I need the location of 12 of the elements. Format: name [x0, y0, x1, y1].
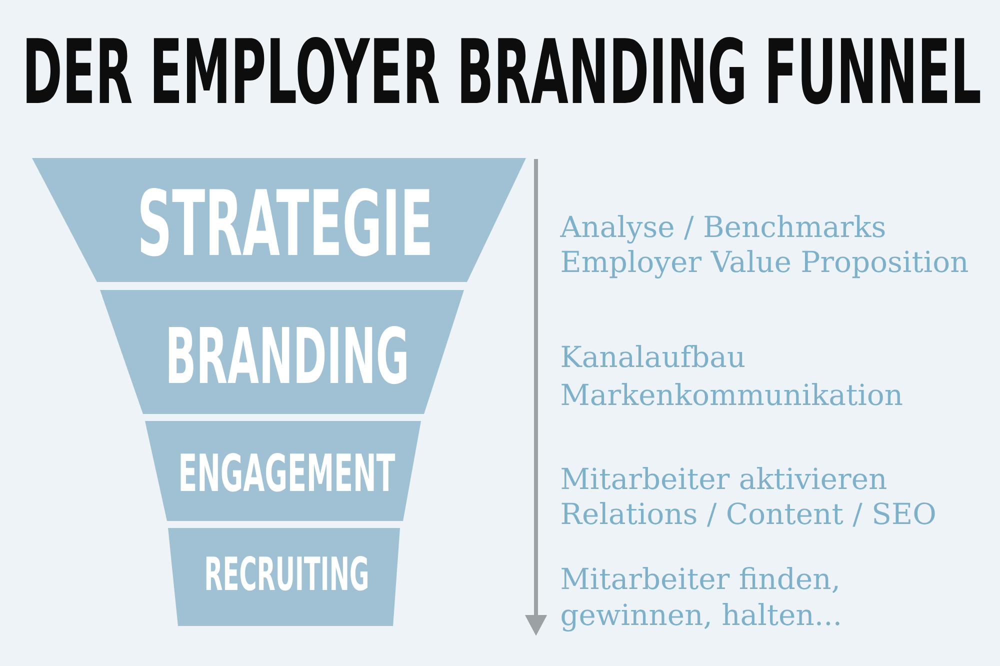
stage-description: Analyse / Benchmarks [560, 215, 885, 244]
funnel-band: STRATEGIE [32, 158, 526, 282]
title: DER EMPLOYER BRANDING FUNNEL [26, 37, 980, 104]
funnel-band: BRANDING [100, 290, 464, 414]
stage-description: Mitarbeiter finden, gewinnen, halten... [562, 567, 840, 632]
stage-description: Relations / Content / SEO [562, 502, 935, 527]
stage-description: Kanalaufbau [562, 345, 745, 368]
stage-description: Mitarbeiter aktivieren [562, 467, 886, 490]
stage-description: Markenkommunikation [562, 383, 902, 406]
stage-description: Employer Value Proposition [562, 250, 968, 278]
funnel-band: ENGAGEMENT [145, 421, 421, 521]
funnel-band: RECRUITING [168, 528, 400, 626]
